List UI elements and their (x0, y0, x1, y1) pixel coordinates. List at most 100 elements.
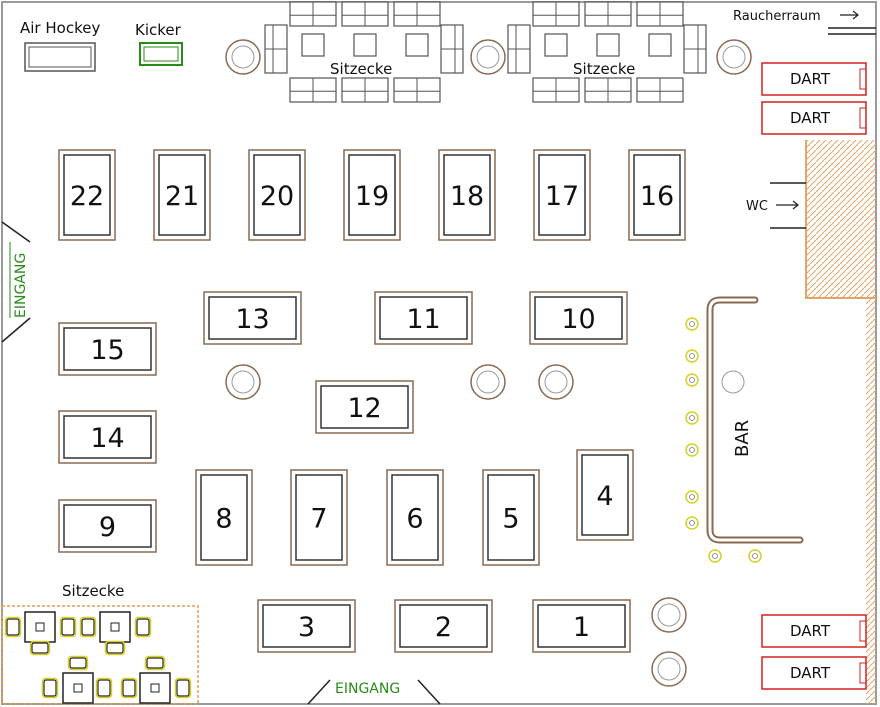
table-top (63, 504, 152, 548)
table-number: 15 (90, 335, 124, 366)
lounge-seat (122, 679, 136, 697)
dart-label: DART (790, 664, 831, 682)
table-3: 3 (257, 599, 356, 653)
table-18: 18 (438, 149, 496, 241)
dart-board-4: DART (761, 656, 867, 690)
table-11: 11 (374, 291, 473, 345)
dart-board-1: DART (761, 62, 867, 96)
table-number: 19 (355, 181, 389, 212)
table-9: 9 (58, 499, 157, 553)
lounge-seat (6, 618, 20, 636)
bar-stool (685, 317, 699, 331)
pillar (225, 364, 261, 400)
bar-stool (685, 349, 699, 363)
wc-label: WC (746, 199, 768, 214)
dart-frame (761, 614, 867, 648)
table-top (63, 415, 152, 459)
table-12: 12 (315, 380, 414, 434)
dart-target (859, 107, 867, 129)
table-6: 6 (386, 469, 444, 566)
pillar (470, 364, 506, 400)
table-1: 1 (532, 599, 631, 653)
dart-frame (761, 62, 867, 96)
sitzecke-label-2: Sitzecke (573, 60, 635, 78)
bar-column (721, 370, 745, 394)
lounge-group-2 (507, 1, 707, 103)
table-number: 14 (90, 423, 124, 454)
entrance-bottom-label: EINGANG (335, 681, 400, 697)
table-top (538, 154, 586, 236)
table-2: 2 (394, 599, 493, 653)
lounge-seat (69, 657, 87, 669)
table-top (391, 474, 439, 561)
coffee-table (405, 33, 429, 57)
alcove-wall (805, 140, 876, 299)
table-top (534, 296, 623, 340)
entrance-left-label: EINGANG (13, 253, 29, 318)
pillar (225, 39, 261, 75)
table-number: 6 (406, 504, 423, 535)
dart-board-2: DART (761, 101, 867, 135)
table-number: 17 (545, 181, 579, 212)
table-number: 22 (70, 181, 104, 212)
table-21: 21 (153, 149, 211, 241)
wc-arrow (776, 200, 799, 210)
table-top (63, 327, 152, 371)
pillar (538, 364, 574, 400)
dart-label: DART (790, 622, 831, 640)
raucherraum-label: Raucherraum (733, 9, 821, 24)
table-5: 5 (482, 469, 540, 566)
table-number: 21 (165, 181, 199, 212)
table-number: 11 (406, 304, 440, 335)
dart-label: DART (790, 70, 831, 88)
table-top (487, 474, 535, 561)
table-number: 3 (298, 612, 315, 643)
dart-target (859, 620, 867, 642)
table-top (443, 154, 491, 236)
lounge-seat (31, 642, 49, 654)
table-number: 16 (640, 181, 674, 212)
table-top (537, 604, 626, 648)
bar-stool (685, 490, 699, 504)
bar-counter (706, 296, 804, 544)
table-top (581, 454, 629, 536)
lounge-seat (136, 618, 150, 636)
dart-label: DART (790, 109, 831, 127)
table-top (253, 154, 301, 236)
bar-stool (685, 516, 699, 530)
table-top (158, 154, 206, 236)
raucherraum-arrow (840, 10, 859, 20)
lounge-seat (61, 618, 75, 636)
table-number: 9 (99, 512, 116, 543)
lounge-table (139, 672, 171, 704)
table-number: 1 (573, 612, 590, 643)
sitzecke-label-3: Sitzecke (62, 582, 124, 600)
table-number: 13 (235, 304, 269, 335)
entrance-bottom-door (307, 679, 441, 705)
pillar (470, 39, 506, 75)
table-top (208, 296, 297, 340)
coffee-table (648, 33, 672, 57)
sitzecke-area-bl (1, 605, 199, 705)
table-number: 4 (596, 481, 613, 512)
coffee-table (596, 33, 620, 57)
table-top (295, 474, 343, 561)
table-top (379, 296, 468, 340)
bar-stool (708, 549, 722, 563)
dart-board-3: DART (761, 614, 867, 648)
kicker-table-inner (143, 46, 179, 62)
bar-counter-inner (708, 298, 802, 542)
bar-label: BAR (732, 420, 753, 457)
kicker-label: Kicker (135, 21, 182, 39)
alcove-hatch (806, 140, 876, 298)
table-8: 8 (195, 469, 253, 566)
air-hockey-table-inner (28, 46, 92, 68)
table-number: 20 (260, 181, 294, 212)
coffee-table (301, 33, 325, 57)
table-number: 8 (215, 504, 232, 535)
table-14: 14 (58, 410, 157, 464)
dart-target (859, 662, 867, 684)
air-hockey-table (24, 42, 96, 72)
lounge-seat (97, 679, 111, 697)
